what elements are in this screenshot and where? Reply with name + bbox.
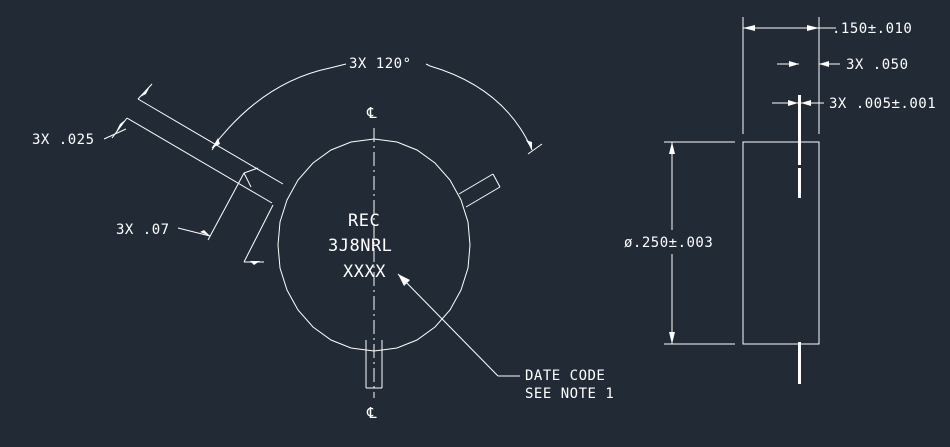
lead-right	[458, 173, 501, 208]
lead-width-label: 3X .025	[32, 132, 95, 148]
side-lead-bottom	[798, 342, 801, 384]
lead-spacing-dimension	[777, 61, 840, 67]
lead-thickness-dimension	[772, 100, 824, 106]
marking-line-3: XXXX	[343, 262, 386, 282]
side-view-body	[742, 141, 820, 345]
centerline-symbol-bottom: ℄	[366, 404, 377, 422]
lead-thickness-label: 3X .005±.001	[829, 96, 936, 112]
angle-dimension	[211, 63, 543, 155]
date-code-label-line-2: SEE NOTE 1	[525, 386, 614, 402]
lead-left	[126, 98, 284, 204]
lead-length-dimension	[177, 172, 274, 265]
side-view: ø.250±.003 .150±.010 3X .050 3X .005±.00…	[624, 17, 936, 384]
component-body-circle	[277, 138, 471, 352]
date-code-leader	[397, 273, 520, 377]
lead-length-label: 3X .07	[116, 222, 170, 238]
body-thickness-dimension	[742, 17, 836, 134]
marking-line-2: 3J8NRL	[328, 236, 392, 256]
side-lead-top	[798, 95, 801, 165]
lead-width-dimension	[103, 83, 153, 140]
angle-label: 3X 120°	[349, 56, 412, 72]
lead-spacing-label: 3X .050	[846, 57, 909, 73]
front-view: 3X 120° 3X .025 3X .07 ℄ ℄ REC 3J8NRL XX…	[32, 56, 614, 422]
body-thickness-label: .150±.010	[832, 21, 912, 37]
lead-bottom	[365, 340, 383, 389]
side-lead-middle	[798, 168, 801, 198]
diameter-dimension	[664, 141, 735, 345]
date-code-label-line-1: DATE CODE	[525, 368, 605, 384]
diameter-label: ø.250±.003	[624, 235, 713, 251]
centerline-symbol-top: ℄	[366, 104, 377, 122]
marking-line-1: REC	[348, 211, 380, 231]
